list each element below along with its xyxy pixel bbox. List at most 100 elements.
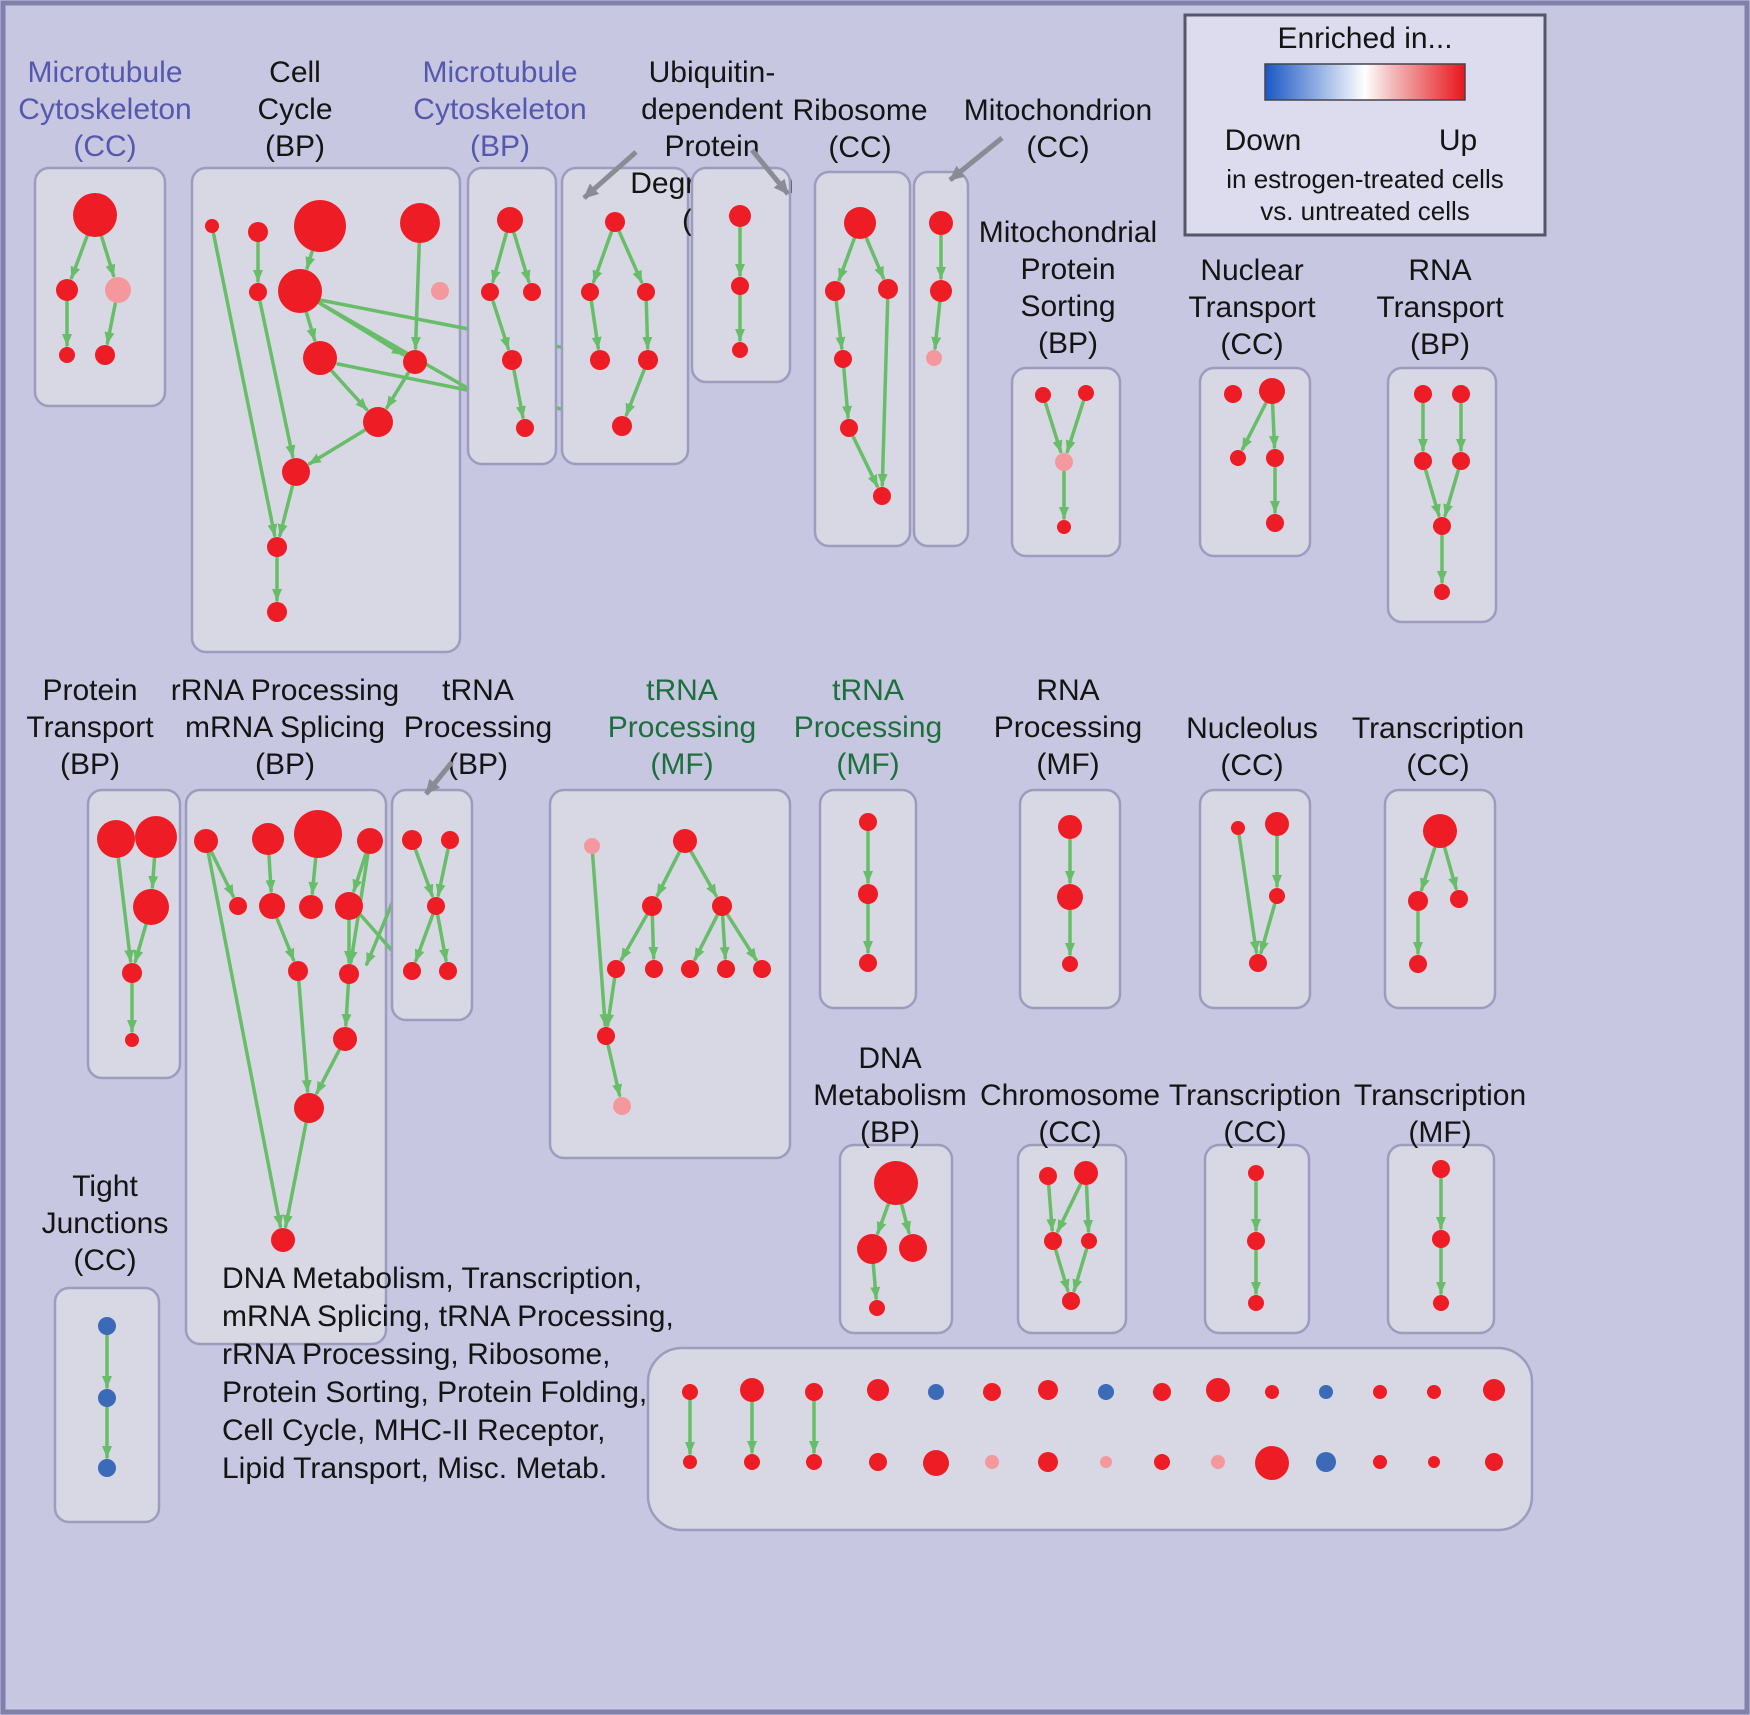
mixed-cluster-annotation: DNA Metabolism, Transcription,mRNA Splic… — [222, 1262, 674, 1485]
cluster-box — [548, 788, 792, 1160]
go-term-node — [930, 280, 952, 302]
edge-arrow — [590, 853, 610, 1027]
go-term-node — [1373, 1455, 1387, 1469]
go-term-node — [59, 347, 75, 363]
edge-arrow — [209, 850, 235, 898]
cluster-label: Chromosome(CC) — [980, 1079, 1160, 1149]
edge-arrow — [1046, 1184, 1057, 1232]
cluster-mixed-functions — [646, 1346, 1534, 1532]
go-term-node — [278, 269, 322, 313]
cluster-box — [838, 1143, 954, 1335]
go-term-node — [98, 1317, 116, 1335]
edge-arrow — [1056, 1182, 1083, 1233]
go-term-node — [1408, 891, 1428, 911]
edge-arrow — [876, 1202, 890, 1235]
edge-arrow — [308, 857, 319, 895]
go-term-node — [637, 283, 655, 301]
go-term-node — [333, 1027, 357, 1051]
cluster-mitochondrion-cc: Mitochondrion(CC) — [912, 94, 1152, 548]
go-term-node — [299, 895, 323, 919]
cluster-box — [1016, 1143, 1128, 1335]
go-term-node — [1432, 1230, 1450, 1248]
go-term-node — [1259, 378, 1285, 404]
go-term-node — [271, 1228, 295, 1252]
edge-arrow — [877, 298, 890, 487]
go-term-node — [740, 1378, 764, 1402]
cluster-box — [86, 788, 182, 1080]
go-term-node — [682, 1384, 698, 1400]
edge-arrow — [305, 250, 316, 270]
go-term-node — [516, 419, 534, 437]
edge-arrow — [1443, 468, 1460, 518]
go-term-node — [859, 813, 877, 831]
go-term-node — [926, 350, 942, 366]
edge-arrow — [491, 299, 511, 351]
go-term-node — [874, 1161, 918, 1205]
go-term-node — [869, 1300, 885, 1316]
go-term-node — [1058, 815, 1082, 839]
edge-arrow — [104, 301, 118, 345]
go-term-node — [294, 200, 346, 252]
go-term-node — [105, 277, 131, 303]
edge-arrow — [655, 850, 681, 898]
edge-arrow — [864, 236, 886, 280]
go-term-node — [1035, 387, 1051, 403]
go-term-node — [1433, 517, 1451, 535]
go-term-node — [1269, 888, 1285, 904]
edge-arrow — [689, 850, 718, 898]
go-term-node — [1414, 385, 1432, 403]
go-term-node — [1230, 450, 1246, 466]
go-term-node — [859, 954, 877, 972]
edge-arrow — [624, 368, 646, 417]
cluster-ubiquitin-protein-degradation-bp-b — [690, 166, 792, 384]
go-term-node — [844, 207, 876, 239]
go-term-node — [1206, 1378, 1230, 1402]
edge-arrow — [1072, 1247, 1089, 1293]
go-term-node — [248, 222, 268, 242]
legend-title: Enriched in... — [1277, 22, 1452, 55]
legend-subtitle-1: in estrogen-treated cells — [1226, 164, 1503, 194]
cluster-box — [646, 1346, 1534, 1532]
edge-arrow — [315, 1048, 341, 1095]
edge-arrow — [512, 369, 526, 419]
go-term-node — [683, 1455, 697, 1469]
cluster-box — [466, 166, 558, 466]
go-term-node — [502, 350, 522, 370]
cluster-box — [184, 788, 388, 1346]
edge-arrow — [726, 913, 758, 962]
cluster-ribosome-cc: Ribosome(CC) — [792, 94, 928, 548]
go-term-node — [194, 829, 218, 853]
go-term-node — [402, 830, 422, 850]
go-term-node — [1224, 385, 1242, 403]
go-term-node — [363, 407, 393, 437]
go-term-node — [1255, 1446, 1289, 1480]
go-term-node — [403, 350, 427, 374]
go-term-node — [1081, 1233, 1097, 1249]
go-term-node — [923, 1450, 949, 1476]
edge-arrow — [870, 1263, 881, 1300]
go-term-node — [840, 419, 858, 437]
go-term-node — [597, 1027, 615, 1045]
edge-arrow — [148, 857, 159, 889]
cluster-nucleolus-cc: Nucleolus(CC) — [1186, 712, 1318, 1010]
go-term-node — [983, 1383, 1001, 1401]
go-term-node — [335, 892, 363, 920]
go-term-node — [400, 203, 440, 243]
go-term-node — [267, 537, 287, 557]
go-term-node — [135, 816, 177, 858]
go-term-node — [125, 1033, 139, 1047]
legend-box — [1183, 13, 1547, 237]
go-term-node — [294, 810, 342, 858]
edge-arrow — [606, 1043, 622, 1098]
go-term-node — [1485, 1453, 1503, 1471]
legend-down-label: Down — [1225, 124, 1302, 157]
go-term-node — [869, 1453, 887, 1471]
edge-arrow — [1240, 401, 1268, 451]
